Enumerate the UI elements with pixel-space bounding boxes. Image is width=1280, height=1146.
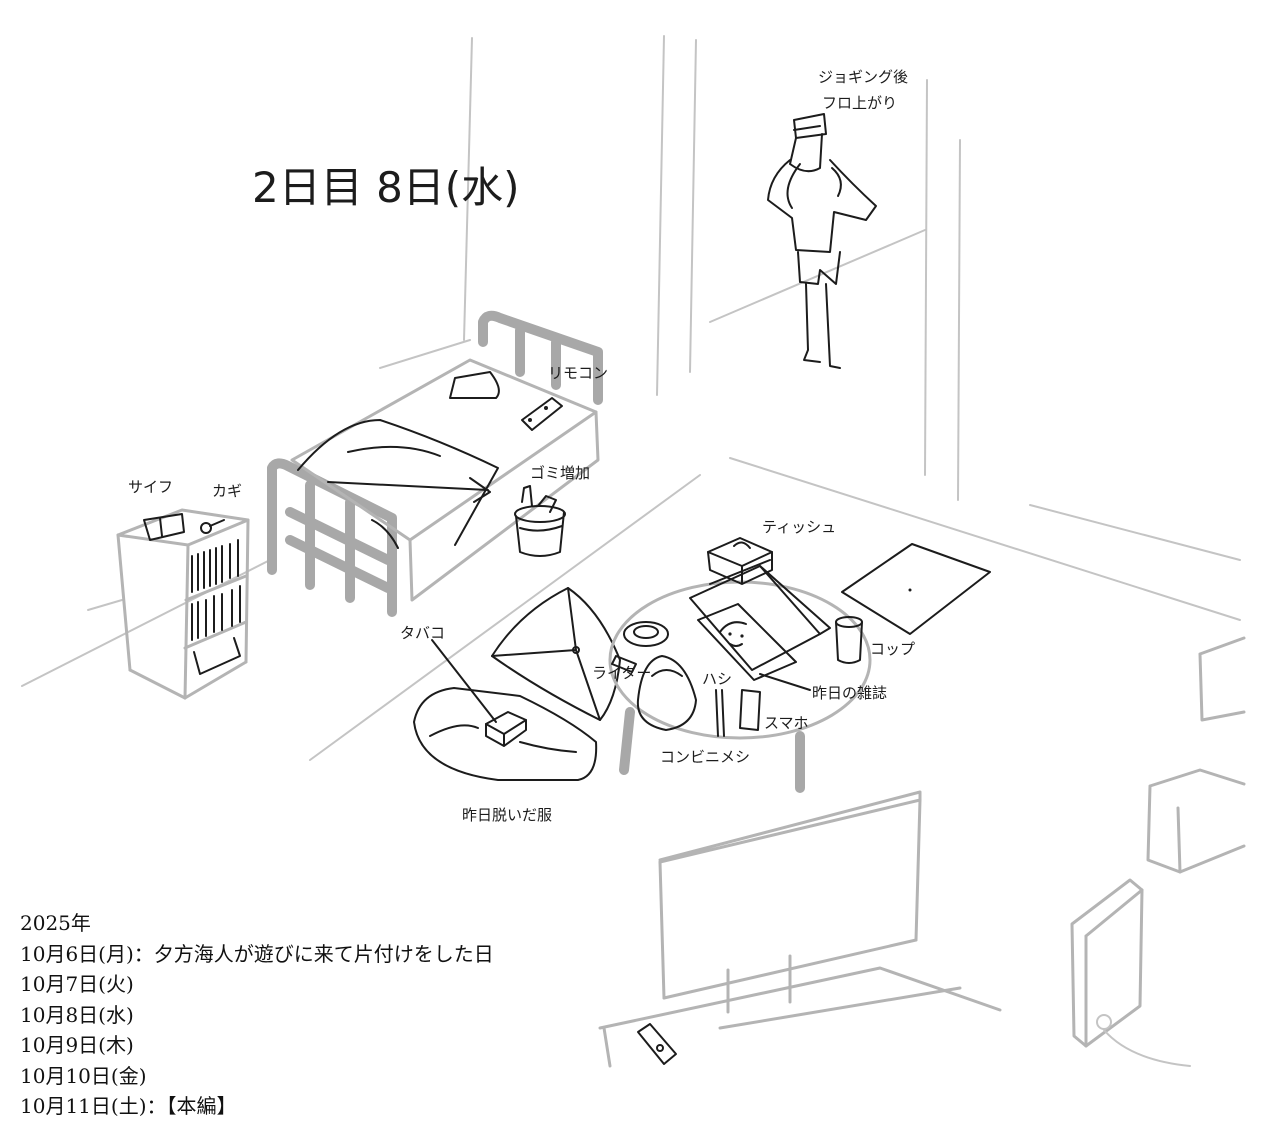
- clothes-pile: [413, 687, 598, 781]
- trash-bin-icon: [514, 485, 566, 557]
- label-keys: カギ: [212, 482, 242, 500]
- floor-mat: [841, 543, 991, 635]
- timeline-entry: 10月11日(土)：【本編】: [20, 1094, 237, 1118]
- key-icon: [200, 519, 225, 534]
- convenience-food-bag-icon: [636, 655, 697, 731]
- label-lighter: ライター: [592, 664, 651, 682]
- bed-sheet: [297, 371, 500, 549]
- label-convenience-food: コンビニメシ: [660, 748, 750, 766]
- timeline-entry: 10月7日(火): [20, 972, 134, 996]
- timeline-entry: 10月10日(金): [20, 1063, 147, 1088]
- label-cigarettes: タバコ: [400, 624, 445, 642]
- label-cup: コップ: [870, 640, 915, 658]
- stacked-boxes: [1146, 636, 1246, 874]
- smartphone-icon: [739, 689, 761, 731]
- timeline-entry: 10月9日(木): [20, 1033, 134, 1057]
- cushion: [491, 587, 621, 721]
- magazine-stack: [689, 559, 831, 681]
- label-jogging-2: フロ上がり: [822, 94, 897, 112]
- pc-tower: [1070, 878, 1191, 1067]
- timeline-entry: 10月8日(水): [20, 1002, 134, 1027]
- label-magazine: 昨日の雑誌: [812, 684, 887, 702]
- magazine-cover-face-icon: [719, 621, 747, 647]
- timeline: 2025年 10月6日(月)：夕方海人が遊びに来て片付けをした日 10月7日(火…: [20, 908, 494, 1122]
- tissue-box-icon: [707, 537, 773, 585]
- cigarette-box-icon: [485, 711, 527, 747]
- tv-remote-icon: [637, 1023, 677, 1065]
- wallet-icon: [143, 513, 185, 541]
- cup-icon: [835, 616, 863, 664]
- books: [191, 539, 241, 675]
- label-clothes: 昨日脱いだ服: [462, 806, 552, 824]
- bed: [267, 310, 603, 617]
- low-table: [608, 580, 872, 793]
- room-walls: [21, 35, 1241, 761]
- ashtray-icon: [623, 621, 669, 647]
- sketch-title: 2日目 8日(水): [252, 163, 520, 212]
- chopsticks-icon: [715, 689, 725, 737]
- lighter-icon: [611, 655, 637, 673]
- tv-stand: [598, 966, 1002, 1068]
- person-figure: [767, 113, 877, 369]
- tv: [658, 790, 922, 1014]
- timeline-entry: 10月6日(月)：夕方海人が遊びに来て片付けをした日: [20, 941, 494, 966]
- label-trash: ゴミ増加: [530, 464, 590, 482]
- label-remote: リモコン: [548, 364, 608, 382]
- remote-icon: [521, 397, 563, 431]
- label-tissue: ティッシュ: [762, 518, 836, 536]
- label-phone: スマホ: [764, 714, 809, 732]
- label-chopsticks: ハシ: [702, 670, 732, 688]
- label-wallet: サイフ: [128, 478, 173, 496]
- label-jogging-1: ジョギング後: [818, 68, 908, 86]
- timeline-year: 2025年: [20, 911, 91, 935]
